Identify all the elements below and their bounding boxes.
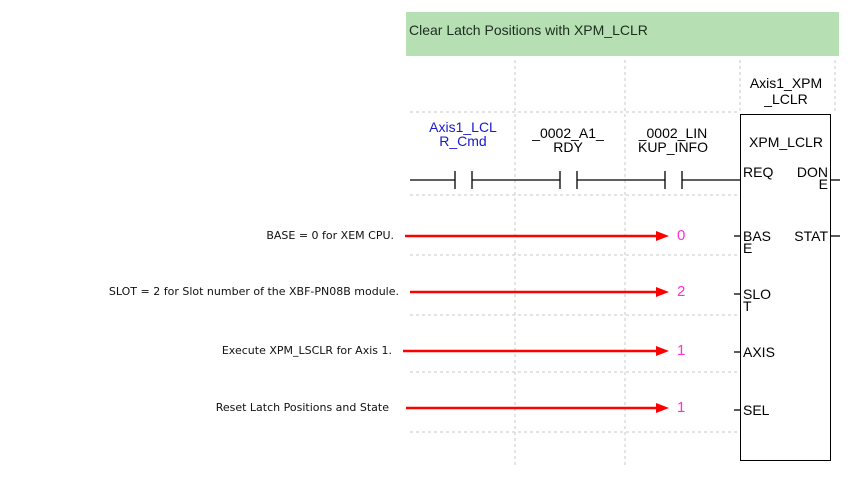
fb-input-pin: SEL [743,402,770,418]
fb-input-pin: SLO T [743,286,772,314]
annotation-slot: SLOT = 2 for Slot number of the XBF-PN08… [108,285,399,298]
contact-label-line: RDY [553,139,583,155]
pin-label: SEL [743,402,770,418]
fb-input-pin: AXIS [743,344,775,360]
annotation-axis: Execute XPM_LSCLR for Axis 1. [221,344,392,357]
pin-label: T [743,298,752,314]
constant-slot: 2 [677,283,686,300]
pin-label: DON [796,164,828,180]
annotation-sel: Reset Latch Positions and State [215,401,389,414]
constant-sel: 1 [677,399,686,416]
contact-label-line: R_Cmd [439,133,487,149]
contact-label-line: _0002_A1_ [532,125,604,141]
pin-ticks [734,235,840,411]
red-arrow [403,346,669,356]
constant-base: 0 [677,227,686,244]
rung-comment: Clear Latch Positions with XPM_LCLR [409,22,648,38]
pin-label: SLO [743,286,772,302]
fb-input-pin: REQ [743,164,774,180]
fb-output-pin: STAT [788,228,828,244]
pin-label: E [818,176,828,192]
grid-lines [410,60,836,465]
pin-label: STAT [794,228,828,244]
contact-symbol [559,171,578,189]
pin-label: AXIS [743,344,775,360]
pin-label: BAS [743,228,772,244]
contact-label-line: KUP_INFO [637,139,708,155]
constant-axis: 1 [677,342,686,359]
red-arrow [406,403,669,413]
annotation-base: BASE = 0 for XEM CPU. [266,229,394,242]
fb-output-pin: DON E [788,164,828,192]
contact-label-line: _0002_LIN [638,125,708,141]
contact-label-axis1-lclr-cmd: Axis1_LCL R_Cmd [403,120,523,148]
annotation-arrows [403,231,669,413]
contact-label-a1-rdy: _0002_A1_ RDY [508,126,628,154]
fb-type-name: XPM_LCLR [749,134,823,150]
red-arrow [410,287,669,297]
fb-instance-name: Axis1_XPM _LCLR [731,75,841,107]
fb-instance-line: _LCLR [764,91,808,107]
contact-label-line: Axis1_LCL [429,119,497,135]
contact-symbol [454,171,473,189]
pin-label: E [743,240,753,256]
contact-label-linkup-info: _0002_LIN KUP_INFO [613,126,733,154]
function-block-xpm-lclr[interactable] [740,114,831,461]
red-arrow [405,231,669,241]
fb-instance-line: Axis1_XPM [749,75,823,91]
rung-comment-bar [406,12,839,56]
contact-symbol [664,171,683,189]
pin-label: REQ [743,164,774,180]
fb-input-pin: BAS E [743,228,772,256]
